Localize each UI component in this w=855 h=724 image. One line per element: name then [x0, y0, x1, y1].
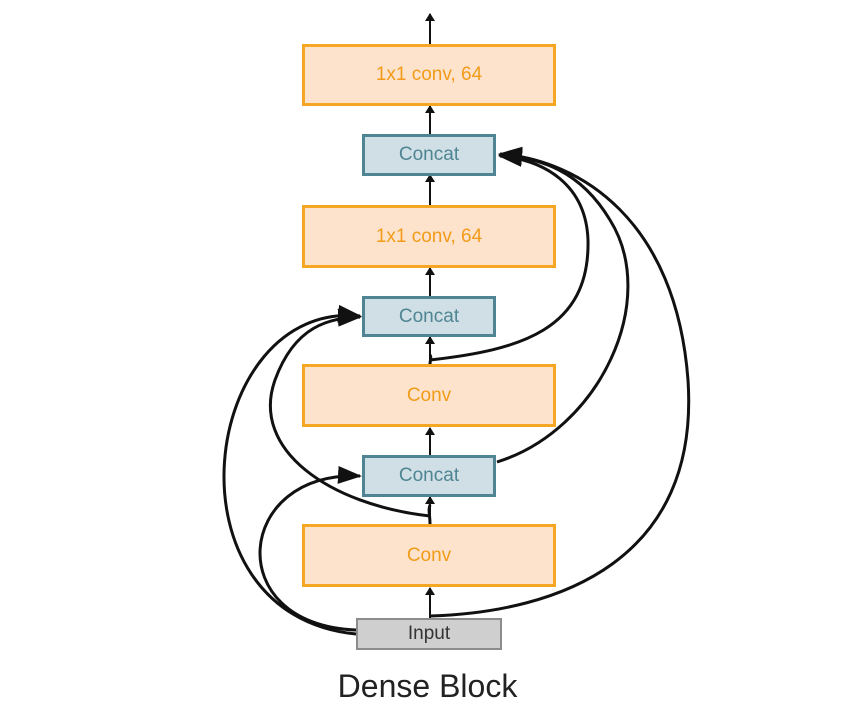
concat-top-label: Concat	[398, 144, 460, 165]
input-block: Input	[356, 618, 502, 650]
conv-1x1-top-label: 1x1 conv, 64	[375, 64, 483, 85]
skip-concat-low-to-concat-top	[496, 147, 630, 464]
conv-1x1-top: 1x1 conv, 64	[302, 44, 556, 106]
skip-conv-upper-to-concat-top	[429, 148, 590, 362]
conv-upper-label: Conv	[406, 384, 452, 406]
skip-conv-lower-to-concat-mid	[268, 308, 431, 518]
conv-1x1-mid: 1x1 conv, 64	[302, 205, 556, 268]
skip-input-to-concat-top	[429, 146, 691, 618]
conv-upper: Conv	[302, 364, 556, 427]
conv-1x1-mid-label: 1x1 conv, 64	[375, 225, 483, 247]
concat-mid: Concat	[362, 296, 496, 337]
conv-lower: Conv	[302, 524, 556, 587]
skip-input-to-concat-low	[258, 465, 362, 632]
input-label: Input	[407, 623, 451, 644]
diagram-caption: Dense Block	[337, 668, 518, 704]
concat-low: Concat	[362, 455, 496, 497]
conv-lower-label: Conv	[406, 544, 452, 566]
concat-low-label: Concat	[398, 465, 460, 486]
concat-mid-label: Concat	[398, 305, 460, 327]
concat-top: Concat	[362, 134, 496, 176]
skip-input-to-concat-mid	[222, 304, 362, 636]
